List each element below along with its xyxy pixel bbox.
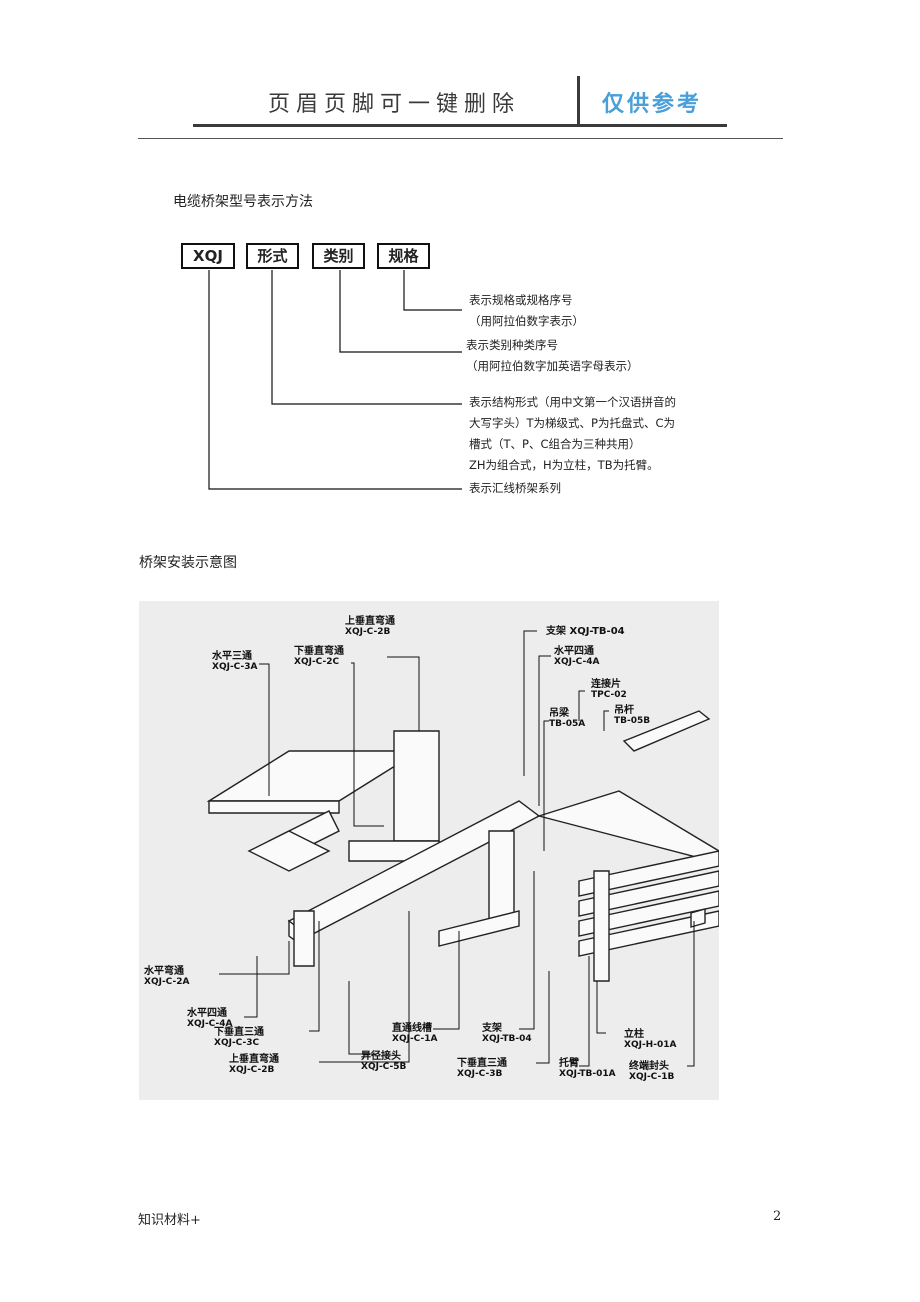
model-connector-lines bbox=[208, 270, 462, 490]
label-name: 终端封头 bbox=[629, 1061, 669, 1072]
box-form: 形式 bbox=[246, 243, 299, 269]
label-name: 支架 bbox=[546, 626, 566, 637]
section-title-model: 电缆桥架型号表示方法 bbox=[173, 194, 313, 210]
label-name: 水平三通 bbox=[212, 651, 252, 662]
footer-text: 知识材料+ bbox=[138, 1213, 201, 1228]
note-form-line-4: ZH为组合式，H为立柱，TB为托臂。 bbox=[469, 458, 659, 472]
label-code: XQJ-C-1A bbox=[392, 1034, 438, 1044]
label-code: TB-05B bbox=[614, 716, 651, 726]
label-code: XQJ-C-4A bbox=[187, 1019, 233, 1029]
label-name: 水平四通 bbox=[187, 1008, 227, 1019]
label-code: XQJ-C-3B bbox=[457, 1069, 503, 1079]
header-divider bbox=[577, 76, 580, 126]
note-form-line-1: 表示结构形式（用中文第一个汉语拼音的 bbox=[469, 395, 676, 409]
label-name: 下垂直弯通 bbox=[294, 646, 344, 657]
note-spec-line-2: （用阿拉伯数字表示） bbox=[469, 314, 584, 328]
box-xqj: XQJ bbox=[181, 243, 235, 269]
label-code: XQJ-C-3C bbox=[214, 1038, 260, 1048]
label-code: XQJ-C-2C bbox=[294, 657, 340, 667]
label-name: 下垂直三通 bbox=[214, 1027, 264, 1038]
label-name: 异径接头 bbox=[361, 1051, 401, 1062]
label-name: 吊梁 bbox=[549, 708, 569, 719]
note-category-line-2: （用阿拉伯数字加英语字母表示） bbox=[466, 359, 639, 373]
label-code: XQJ-TB-01A bbox=[559, 1069, 616, 1079]
label-name: 立柱 bbox=[624, 1029, 644, 1040]
installation-drawing bbox=[206, 630, 719, 1067]
note-category-line-1: 表示类别种类序号 bbox=[466, 338, 558, 352]
label-name: 直通线槽 bbox=[392, 1023, 432, 1034]
label-name: 下垂直三通 bbox=[457, 1058, 507, 1069]
label-name: 托臂 bbox=[559, 1058, 579, 1069]
header-watermark-text: 页眉页脚可一键删除 bbox=[268, 92, 521, 117]
label-name: 上垂直弯通 bbox=[229, 1054, 279, 1065]
label-bracket-top: 支架 XQJ-TB-04 bbox=[546, 626, 625, 637]
label-code: XQJ-C-2B bbox=[345, 627, 391, 637]
label-code: XQJ-C-1B bbox=[629, 1072, 675, 1082]
note-xqj-line-1: 表示汇线桥架系列 bbox=[469, 481, 561, 495]
label-code: XQJ-C-2B bbox=[229, 1065, 275, 1075]
box-spec: 规格 bbox=[377, 243, 430, 269]
label-code: XQJ-C-5B bbox=[361, 1062, 407, 1072]
header-reference-badge: 仅供参考 bbox=[602, 92, 703, 117]
note-xqj: 表示汇线桥架系列 bbox=[469, 478, 561, 499]
label-name: 水平四通 bbox=[554, 646, 594, 657]
label-code: XQJ-H-01A bbox=[624, 1040, 677, 1050]
box-category: 类别 bbox=[312, 243, 365, 269]
note-spec-line-1: 表示规格或规格序号 bbox=[469, 293, 573, 307]
label-code: TB-05A bbox=[549, 719, 586, 729]
note-form-line-3: 槽式（T、P、C组合为三种共用） bbox=[469, 437, 641, 451]
label-code: TPC-02 bbox=[591, 690, 627, 700]
header-rule bbox=[138, 138, 783, 139]
note-form: 表示结构形式（用中文第一个汉语拼音的 大写字头）T为梯级式、P为托盘式、C为 槽… bbox=[469, 392, 676, 476]
note-form-line-2: 大写字头）T为梯级式、P为托盘式、C为 bbox=[469, 416, 675, 430]
label-code: XQJ-C-2A bbox=[144, 977, 190, 987]
section-title-install: 桥架安装示意图 bbox=[139, 555, 237, 571]
label-code: XQJ-C-3A bbox=[212, 662, 258, 672]
note-spec: 表示规格或规格序号 （用阿拉伯数字表示） bbox=[469, 290, 584, 332]
label-name: 支架 bbox=[482, 1023, 502, 1034]
label-code: XQJ-C-4A bbox=[554, 657, 600, 667]
header-underline bbox=[193, 124, 727, 127]
label-code: XQJ-TB-04 bbox=[569, 626, 625, 637]
label-code: XQJ-TB-04 bbox=[482, 1034, 532, 1044]
note-category: 表示类别种类序号 （用阿拉伯数字加英语字母表示） bbox=[466, 335, 639, 377]
label-name: 上垂直弯通 bbox=[345, 616, 395, 627]
label-name: 吊杆 bbox=[614, 705, 634, 716]
label-name: 水平弯通 bbox=[144, 966, 184, 977]
label-name: 连接片 bbox=[591, 679, 621, 690]
page-number: 2 bbox=[773, 1209, 782, 1224]
